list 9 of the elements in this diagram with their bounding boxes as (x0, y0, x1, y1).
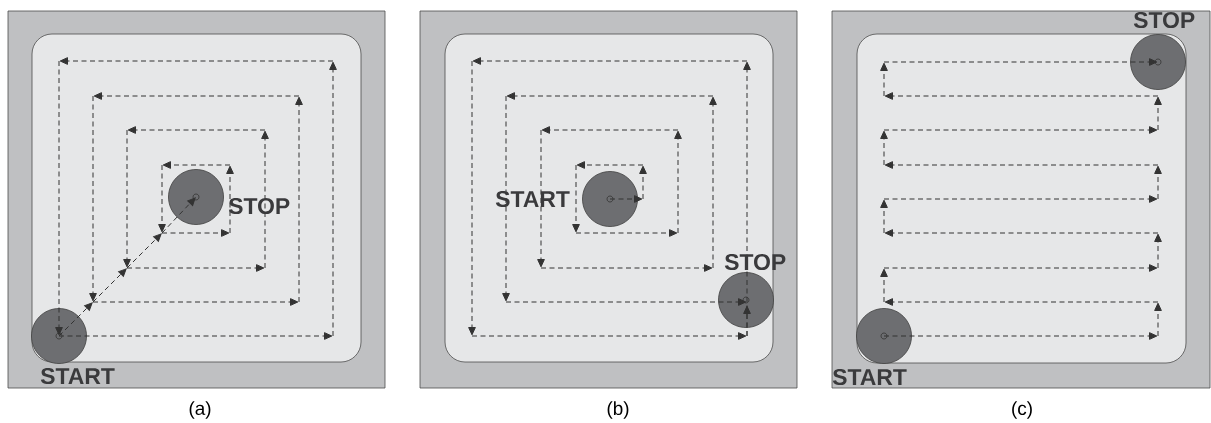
panel-caption: (b) (607, 401, 629, 419)
position-label: START (40, 367, 115, 385)
position-label: START (832, 368, 907, 386)
position-label: START (495, 190, 570, 208)
panel-caption: (a) (189, 401, 211, 419)
position-label: STOP (724, 253, 786, 271)
position-label: STOP (1133, 11, 1195, 29)
position-label: STOP (228, 197, 290, 215)
panel-caption: (c) (1012, 401, 1032, 419)
